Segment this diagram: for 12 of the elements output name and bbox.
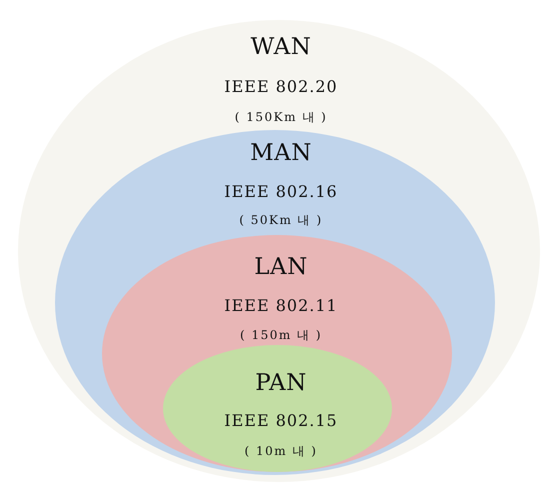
standard-label: IEEE 802.20 [224, 79, 338, 95]
network-title: WAN [250, 36, 312, 58]
range-label: ( 150m 내 ) [240, 329, 322, 341]
standard-label: IEEE 802.16 [224, 184, 338, 200]
network-title: PAN [255, 372, 307, 394]
range-label: ( 150Km 내 ) [234, 111, 328, 123]
network-title: MAN [250, 142, 312, 164]
network-title: LAN [254, 256, 308, 278]
range-label: ( 50Km 내 ) [239, 214, 323, 226]
range-label: ( 10m 내 ) [244, 445, 318, 457]
standard-label: IEEE 802.11 [224, 298, 338, 314]
standard-label: IEEE 802.15 [224, 413, 338, 429]
